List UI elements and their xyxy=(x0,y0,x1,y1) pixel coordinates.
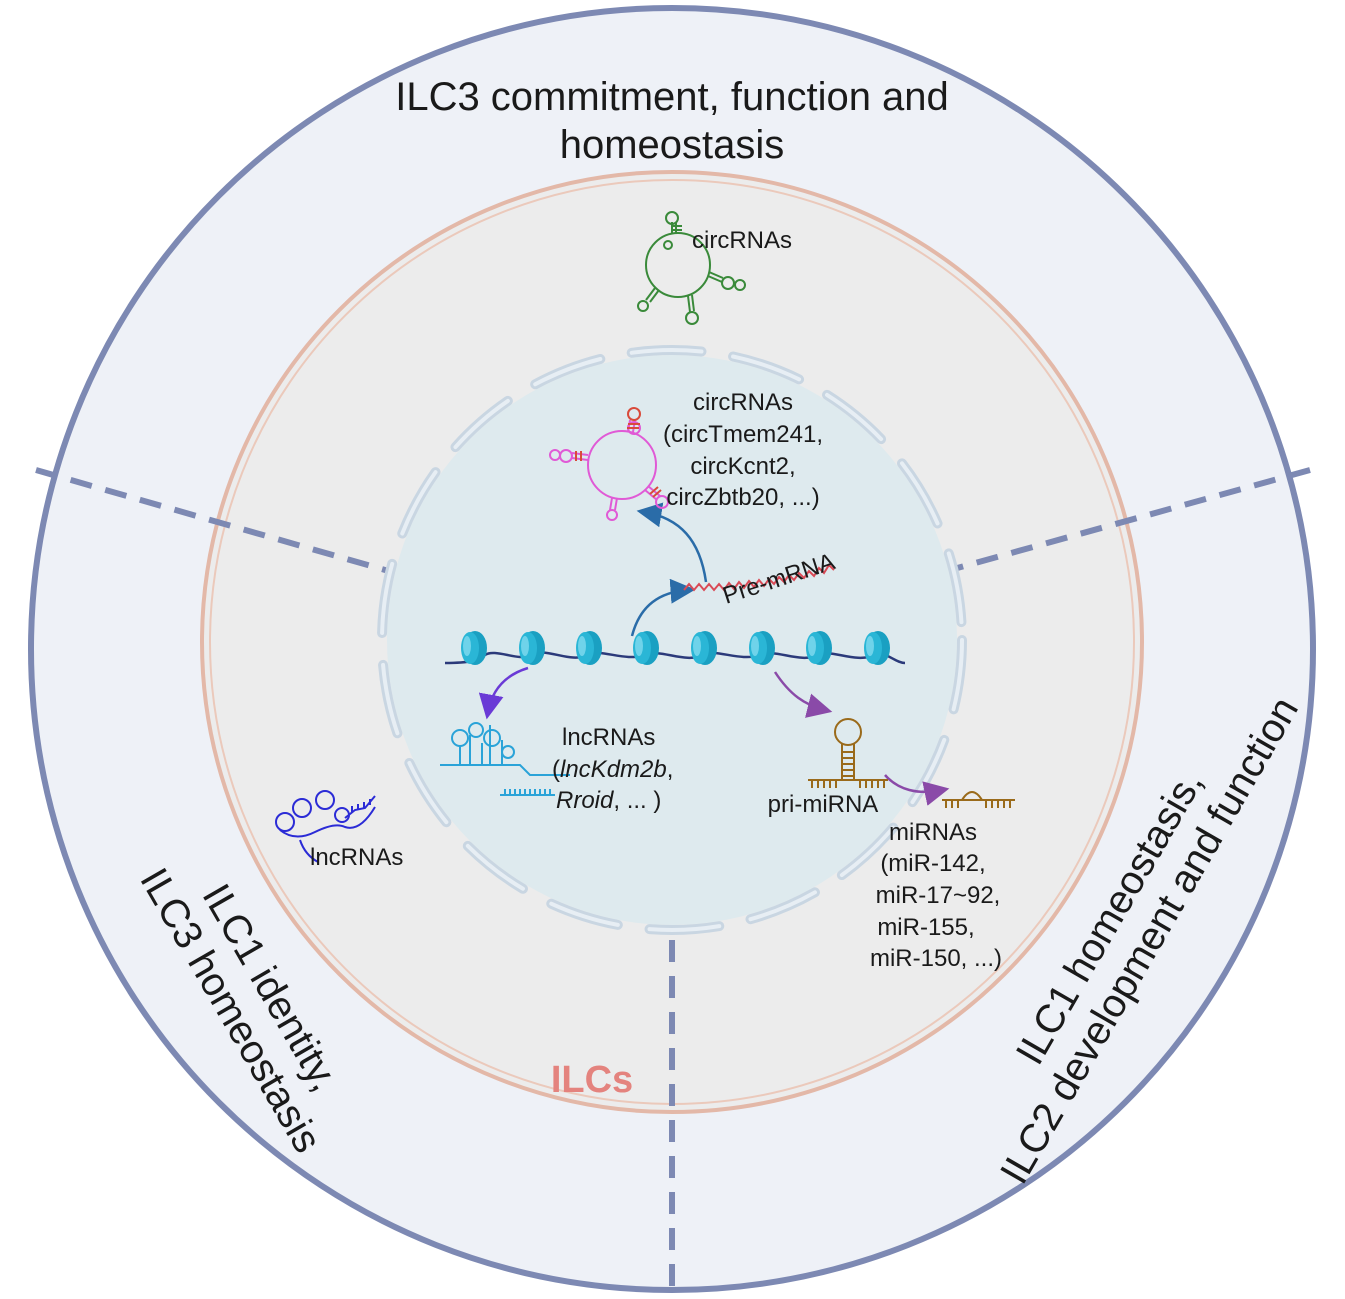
mirnas-line5: miR-150, ...) xyxy=(870,945,1002,972)
nucleosome-icon xyxy=(576,631,602,665)
circrna-pairing-marks xyxy=(575,423,662,498)
sector-label-top-line1: ILC3 commitment, function and xyxy=(395,75,949,119)
arrow-to-circrna xyxy=(636,502,708,583)
lncrna-icon xyxy=(440,722,570,796)
lncrna-icon xyxy=(275,790,376,863)
nuc-lncrna-tail: , ... ) xyxy=(613,787,661,814)
nuclear-envelope-highlight xyxy=(380,348,964,932)
arrow-to-primirna xyxy=(773,671,833,718)
arrow-to-mirna xyxy=(884,774,950,806)
nuc-circrna-line1: circRNAs xyxy=(693,389,793,416)
cyto-circrna-label: circRNAs xyxy=(692,227,792,254)
primirna-label: pri-miRNA xyxy=(768,791,879,818)
nuc-lncrna-italic2: Rroid xyxy=(556,787,614,814)
pri-mirna-hairpin-icon xyxy=(808,718,888,788)
nucleosome-icon xyxy=(749,631,775,665)
mirnas-line1: miRNAs xyxy=(889,819,977,846)
nucleosome-icon xyxy=(691,631,717,665)
nuc-circrna-line4: circZbtb20, ...) xyxy=(666,484,819,511)
nuc-circrna-line2: (circTmem241, xyxy=(663,421,823,448)
mirna-icon xyxy=(942,791,1015,808)
divider-left xyxy=(35,467,393,575)
nuc-lncrna-line1: lncRNAs xyxy=(562,724,655,751)
dna-strand-icon xyxy=(444,631,906,665)
nuc-lncrna-line2: (lncKdm2b, xyxy=(552,756,673,783)
circrna-icon xyxy=(549,407,669,521)
divider-right xyxy=(949,467,1311,573)
mirnas-line4: miR-155, xyxy=(877,914,974,941)
nucleus xyxy=(387,355,957,925)
mirnas-line3: miR-17~92, xyxy=(876,882,1001,909)
nucleosome-icon xyxy=(864,631,890,665)
circrna-icon xyxy=(637,211,746,325)
nucleosome-icon xyxy=(461,631,487,665)
arrow-to-premrna xyxy=(630,578,696,637)
cell-label-ilcs: ILCs xyxy=(551,1059,633,1101)
nucleosome-icon xyxy=(519,631,545,665)
cyto-lncrna-label: lncRNAs xyxy=(310,844,403,871)
nuc-circrna-line3: circKcnt2, xyxy=(690,453,795,480)
nucleosome-icon xyxy=(633,631,659,665)
sector-label-top-line2: homeostasis xyxy=(560,123,785,167)
nuc-lncrna-comma: , xyxy=(667,756,674,783)
mirnas-line2: (miR-142, xyxy=(880,850,985,877)
arrow-to-lncrna xyxy=(478,666,529,720)
pre-mrna-icon xyxy=(683,563,835,592)
nucleosome-icon xyxy=(806,631,832,665)
sector-dividers xyxy=(35,467,1311,1292)
nuc-lncrna-line3: Rroid, ... ) xyxy=(556,787,661,814)
nuc-lncrna-italic1: lncKdm2b xyxy=(560,756,667,783)
nuc-lncrna-open-paren: ( xyxy=(552,756,560,783)
